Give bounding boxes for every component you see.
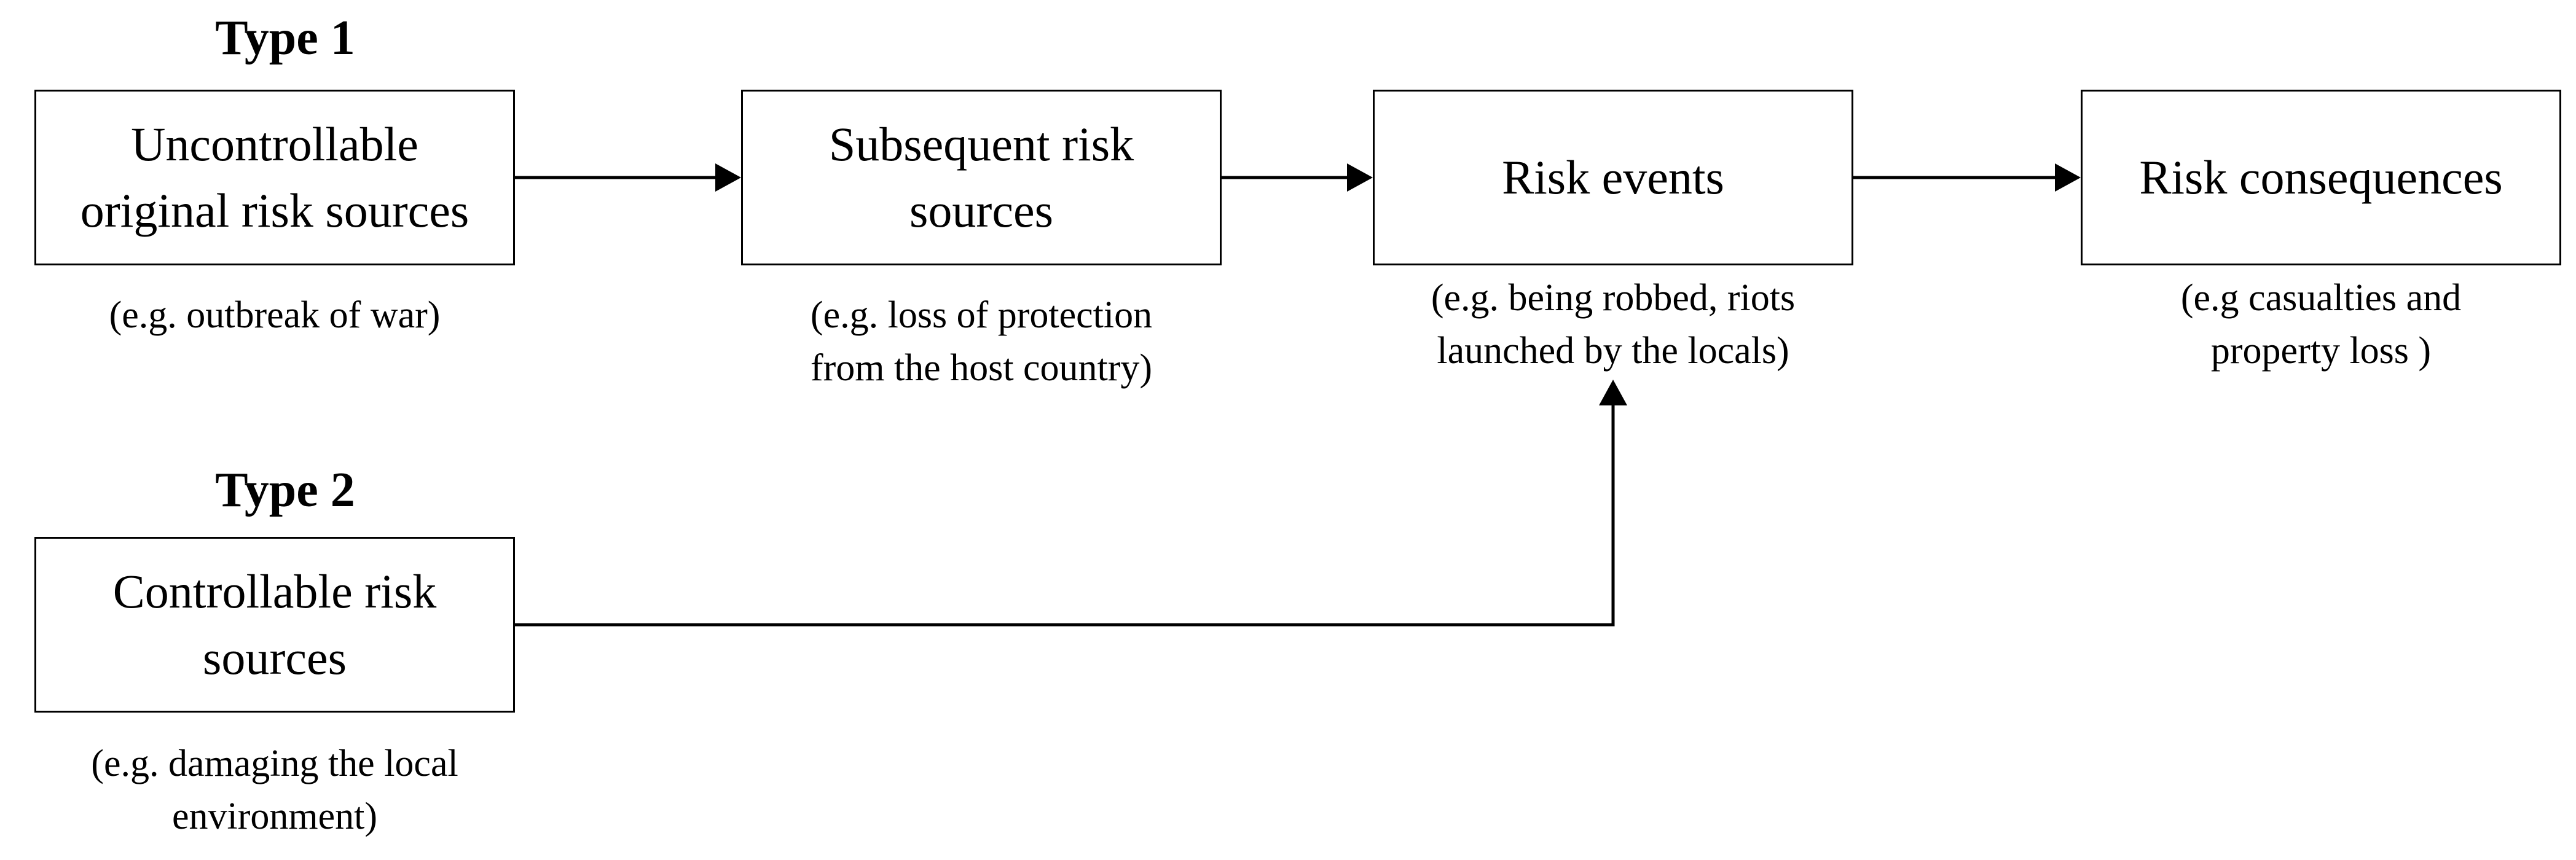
node-subsequent-label: Subsequent risk sources: [828, 117, 1134, 237]
arrow-uncontrollable-to-subsequent: [515, 163, 741, 192]
node-consequences-label: Risk consequences: [2139, 150, 2503, 204]
caption-controllable-example: (e.g. damaging the local environment): [91, 743, 458, 837]
arrow-controllable-to-events: [515, 380, 1627, 627]
node-controllable-risk-sources: Controllable risk sources: [34, 537, 515, 713]
caption-consequences-example: (e.g casualties and property loss ): [2180, 277, 2462, 372]
node-risk-consequences: Risk consequences: [2081, 90, 2561, 265]
node-controllable-label: Controllable risk sources: [112, 565, 437, 684]
node-events-label: Risk events: [1502, 150, 1724, 204]
arrow-events-to-consequences: [1853, 163, 2081, 192]
node-subsequent-risk-sources: Subsequent risk sources: [741, 90, 1222, 265]
node-uncontrollable-original-risk-sources: Uncontrollable original risk sources: [34, 90, 515, 265]
arrow-subsequent-to-events: [1222, 163, 1373, 192]
caption-subsequent-example: (e.g. loss of protection from the host c…: [810, 294, 1153, 389]
type-2-heading: Type 2: [215, 463, 355, 517]
caption-uncontrollable-example: (e.g. outbreak of war): [109, 294, 441, 336]
caption-events-example: (e.g. being robbed, riots launched by th…: [1431, 277, 1796, 372]
node-uncontrollable-label: Uncontrollable original risk sources: [80, 117, 469, 237]
node-risk-events: Risk events: [1373, 90, 1853, 265]
type-1-heading: Type 1: [215, 11, 355, 65]
